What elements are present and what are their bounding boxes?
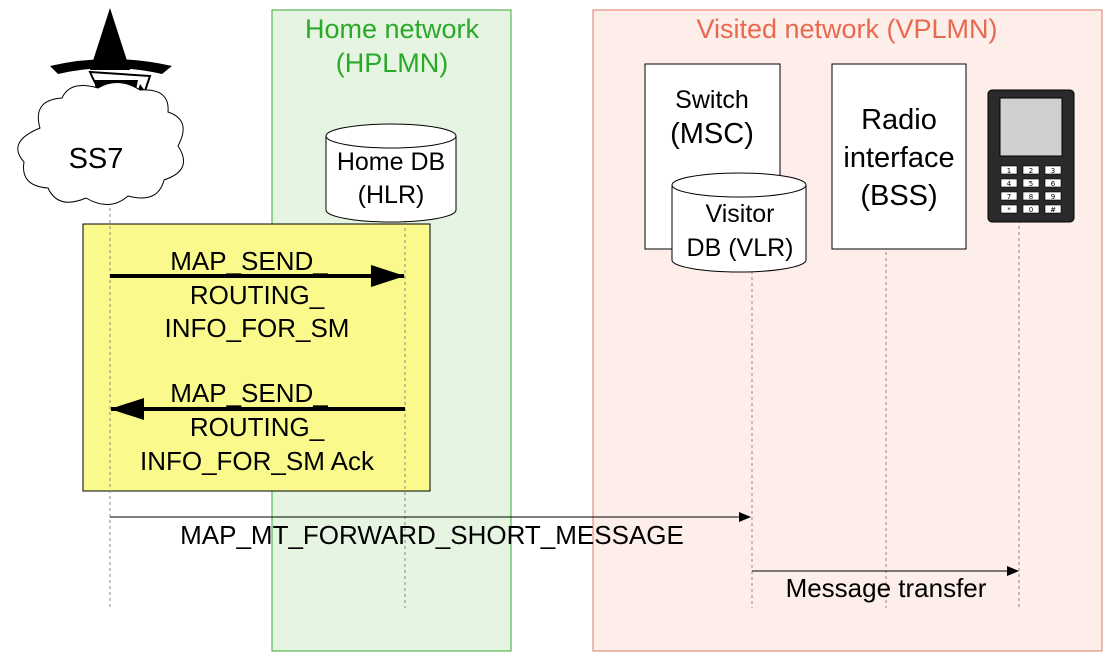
hlr-database-icon — [325, 123, 457, 223]
vlr-database-icon — [671, 172, 807, 273]
msc-label-line1: Switch — [675, 86, 749, 114]
phone-key-label: 8 — [1029, 193, 1033, 201]
phone-key-label: 5 — [1029, 180, 1033, 188]
bss-label-line3: (BSS) — [860, 180, 937, 212]
sri-request-label-line3: INFO_FOR_SM — [165, 313, 350, 343]
mobile-phone-icon: 1 2 3 4 5 6 7 8 9 * 0 # — [987, 89, 1075, 223]
hlr-label-line1: Home DB — [337, 148, 445, 176]
phone-key-label: 3 — [1051, 167, 1055, 175]
phone-key-label: 2 — [1029, 167, 1033, 175]
home-network-subtitle: (HPLMN) — [336, 48, 449, 78]
phone-key — [1022, 191, 1040, 201]
phone-key — [1022, 165, 1040, 175]
phone-key — [1044, 191, 1062, 201]
phone-key — [1022, 178, 1040, 188]
transfer-label: Message transfer — [786, 573, 987, 603]
phone-key-label: 0 — [1029, 206, 1033, 214]
home-network-title: Home network — [305, 14, 480, 44]
phone-key-label: # — [1050, 206, 1056, 214]
vlr-label-line2: DB (VLR) — [687, 234, 794, 262]
phone-key — [1044, 165, 1062, 175]
hlr-label-line2: (HLR) — [358, 181, 425, 209]
phone-key-label: * — [1007, 206, 1011, 214]
phone-key — [1000, 191, 1018, 201]
phone-key — [1044, 178, 1062, 188]
sri-request-label-line1: MAP_SEND_ — [170, 246, 328, 276]
phone-key — [1022, 204, 1040, 214]
phone-key-label: 9 — [1051, 193, 1055, 201]
sri-request-label-line2: ROUTING_ — [190, 280, 325, 310]
sri-ack-label-line1: MAP_SEND_ — [170, 378, 328, 408]
ss7-cloud — [17, 82, 185, 205]
phone-key — [1000, 204, 1018, 214]
visited-network-title: Visited network (VPLMN) — [696, 14, 997, 44]
phone-key — [1044, 204, 1062, 214]
phone-key — [1000, 178, 1018, 188]
sri-ack-label-line2: ROUTING_ — [190, 412, 325, 442]
bss-label-line2: interface — [843, 142, 954, 174]
sri-ack-label-line3: INFO_FOR_SM Ack — [140, 446, 375, 476]
ss7-label: SS7 — [69, 143, 124, 175]
bss-label-line1: Radio — [861, 104, 937, 136]
msc-label-line2: (MSC) — [670, 118, 754, 150]
phone-key-label: 4 — [1007, 180, 1012, 188]
mt-forward-label: MAP_MT_FORWARD_SHORT_MESSAGE — [180, 520, 684, 550]
phone-key — [1000, 165, 1018, 175]
phone-key-label: 6 — [1051, 180, 1056, 188]
vlr-label-line1: Visitor — [705, 200, 774, 228]
phone-key-label: 7 — [1007, 193, 1011, 201]
bss-radio-box — [831, 63, 967, 250]
phone-key-label: 1 — [1007, 167, 1011, 175]
